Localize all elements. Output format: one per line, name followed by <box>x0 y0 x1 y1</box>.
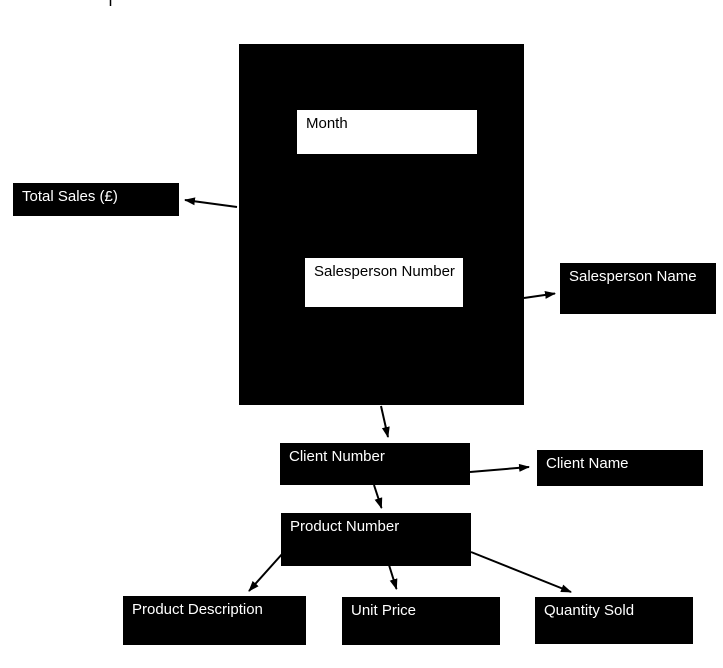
main-entity-block <box>239 44 524 405</box>
node-total-sales: Total Sales (£) <box>13 183 179 216</box>
arrow-main-to-total-sales <box>184 197 238 208</box>
node-client-name-label: Client Name <box>546 455 629 472</box>
node-total-sales-label: Total Sales (£) <box>22 188 118 205</box>
node-product-description-label: Product Description <box>132 601 263 618</box>
node-salesperson-number: Salesperson Number <box>305 258 463 307</box>
node-product-number: Product Number <box>281 513 471 566</box>
node-salesperson-name: Salesperson Name <box>560 263 716 314</box>
arrow-product-number-to-quantity-sold <box>470 551 572 593</box>
arrow-client-number-to-product-number <box>373 484 383 509</box>
arrow-product-number-to-unit-price <box>388 564 398 590</box>
node-quantity-sold: Quantity Sold <box>535 597 693 644</box>
node-quantity-sold-label: Quantity Sold <box>544 602 635 619</box>
node-unit-price: Unit Price <box>342 597 500 645</box>
arrow-product-number-to-product-description <box>248 552 284 592</box>
node-month-label: Month <box>306 115 348 132</box>
node-product-number-label: Product Number <box>290 518 400 535</box>
arrow-client-number-to-client-name <box>469 463 530 473</box>
arrow-main-to-client-number <box>380 405 390 438</box>
node-product-description: Product Description <box>123 596 306 645</box>
node-month: Month <box>297 110 477 154</box>
node-client-number: Client Number <box>280 443 470 485</box>
node-client-number-label: Client Number <box>289 448 385 465</box>
node-salesperson-number-label: Salesperson Number <box>314 263 455 280</box>
arrow-main-to-salesperson-name <box>523 290 556 299</box>
node-salesperson-name-label: Salesperson Name <box>569 268 697 285</box>
node-client-name: Client Name <box>537 450 703 486</box>
node-unit-price-label: Unit Price <box>351 602 417 619</box>
